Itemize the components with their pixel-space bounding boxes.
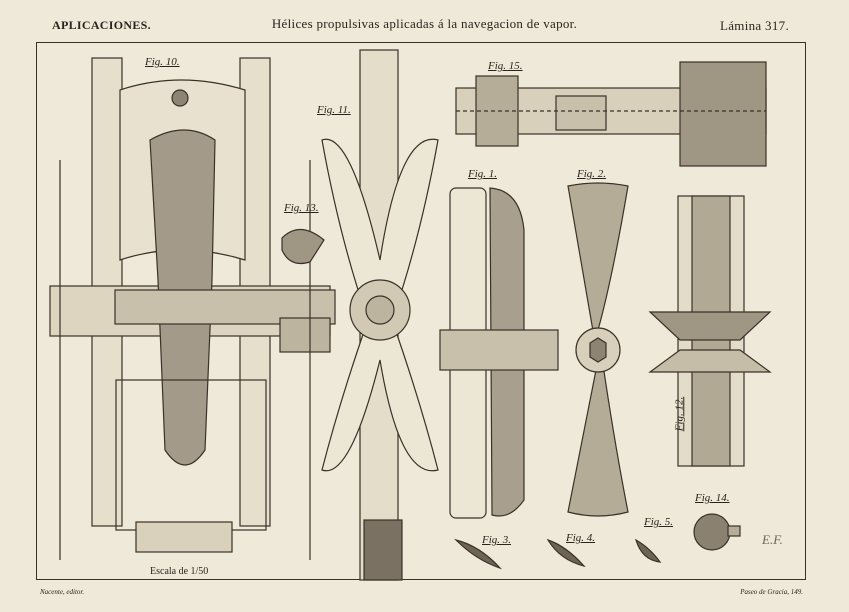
fig1-drawing [439, 187, 559, 519]
fig3-drawing [454, 538, 502, 570]
fig12-label: Fig. 12. [673, 396, 686, 432]
footer-address: Paseo de Gracia, 149. [740, 588, 803, 596]
footer-publisher: Nacente, editor. [40, 588, 85, 596]
fig3-label: Fig. 3. [482, 534, 512, 546]
fig13-label: Fig. 13. [284, 202, 319, 214]
fig10-drawing [49, 57, 336, 560]
fig14-label: Fig. 14. [695, 492, 730, 504]
scale-label: Escala de 1/50 [150, 566, 209, 577]
fig4-drawing [546, 538, 586, 568]
engraver-signature: E.F. [762, 532, 783, 547]
fig11-drawing [321, 49, 439, 581]
header-plate-number: Lámina 317. [719, 18, 789, 33]
plate-frame [36, 42, 806, 580]
fig5-label: Fig. 5. [644, 516, 674, 528]
fig1-label: Fig. 1. [468, 168, 498, 180]
fig11-label: Fig. 11. [317, 104, 351, 116]
fig5-drawing [634, 538, 662, 563]
header-section-title: APLICACIONES. [52, 18, 151, 32]
fig15-drawing [455, 61, 767, 167]
header-plate-title: Hélices propulsivas aplicadas á la naveg… [271, 16, 578, 31]
fig10-label: Fig. 10. [145, 56, 180, 68]
fig2-drawing [567, 182, 629, 517]
fig13-drawing [281, 228, 325, 265]
fig14-drawing [693, 513, 741, 551]
fig15-label: Fig. 15. [488, 60, 523, 72]
fig4-label: Fig. 4. [566, 532, 596, 544]
fig12-drawing [648, 195, 772, 467]
fig2-label: Fig. 2. [577, 168, 607, 180]
